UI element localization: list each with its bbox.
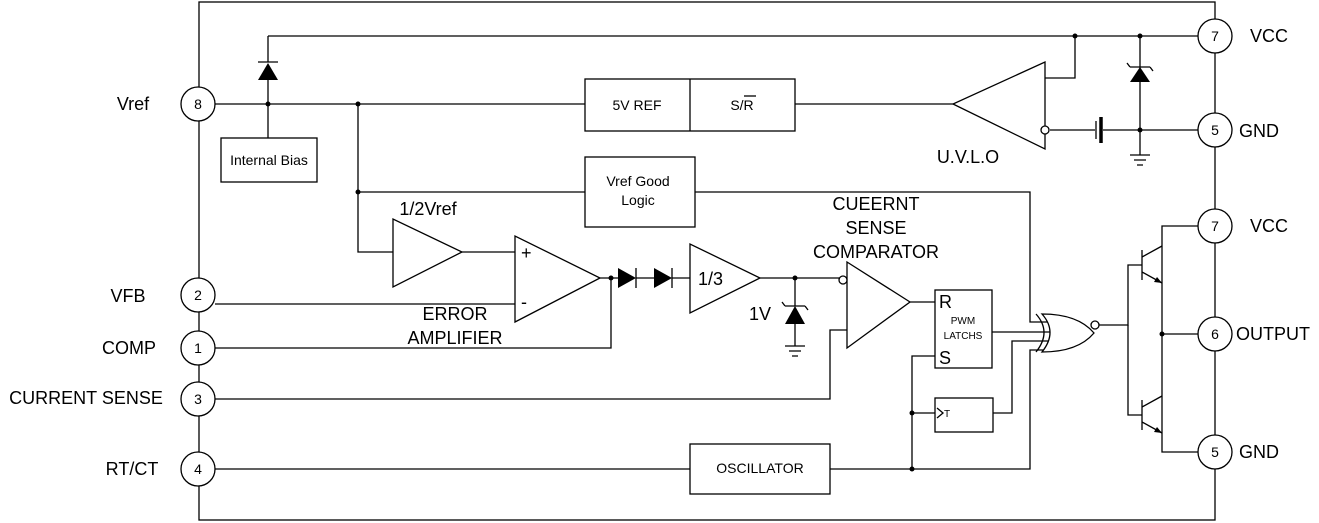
junctions [265,33,1165,472]
vcc-diode [258,61,278,80]
output-nor-gate [1040,313,1095,353]
pin-label-output: OUTPUT [1236,324,1310,344]
svg-text:7: 7 [1211,218,1219,234]
error-amp-plus: + [521,243,532,263]
csc-label-line3: COMPARATOR [813,242,939,262]
uvlo-label: U.V.L.O [937,147,999,167]
latch-r-label: R [939,292,952,312]
half-vref-buffer [392,217,464,289]
pin-label-vcc-output: VCC [1250,216,1288,236]
oscillator-block [689,443,831,495]
csc-label-line2: SENSE [845,218,906,238]
pin-vfb: 2 [180,277,216,313]
current-sense-comparator [846,260,912,350]
ground-symbol-1v [785,345,805,357]
pin-label-comp: COMP [102,338,156,358]
sr-label: S/R [730,97,753,113]
svg-text:3: 3 [194,391,202,407]
oscillator-label: OSCILLATOR [716,460,803,476]
pin-current-sense: 3 [180,381,216,417]
error-amplifier [514,234,602,324]
uvlo-comparator [951,60,1046,151]
pin-vref: 8 [180,86,216,122]
pin-label-gnd-top: GND [1239,121,1279,141]
pin-vcc-top: 7 [1197,18,1233,54]
svg-text:5: 5 [1211,444,1219,460]
comparator-inverter-bubble [838,275,848,285]
pin-label-gnd-output: GND [1239,442,1279,462]
uvlo-inverter-bubble [1040,125,1050,135]
vref-good-label: Vref Good [606,173,669,189]
pwm-latch-block [934,289,993,369]
pin-label-vref: Vref [117,94,150,114]
latchs-label: LATCHS [944,331,983,342]
vref-logic-label: Logic [621,192,654,208]
error-amp-label-line2: AMPLIFIER [407,328,502,348]
internal-bias-label: Internal Bias [230,152,308,168]
pin-label-rtct: RT/CT [106,459,159,479]
reference-capacitor [1095,117,1103,143]
pwm-label: PWM [951,316,975,327]
svg-text:8: 8 [194,96,202,112]
series-diode-1 [618,268,654,288]
pin-label-current-sense: CURRENT SENSE [9,388,163,408]
error-amp-minus: - [521,292,527,312]
ic-outline [198,1,1216,521]
svg-text:7: 7 [1211,28,1219,44]
ground-symbol-top [1130,154,1150,166]
error-amp-label-line1: ERROR [422,304,487,324]
toggle-flipflop-block [934,397,994,433]
lower-output-transistor [1141,395,1163,434]
pin-output: 6 [1197,316,1233,352]
half-vref-label: 1/2Vref [399,199,457,219]
svg-text:4: 4 [194,461,202,477]
nor-inverter-bubble [1090,320,1100,330]
zener-diode-1v [781,301,809,324]
vref-good-logic-block [584,156,696,228]
series-diode-2 [654,268,673,288]
svg-text:5: 5 [1211,122,1219,138]
csc-label-line1: CUEERNT [832,194,919,214]
pin-label-vfb: VFB [110,286,145,306]
pin-gnd-output: 5 [1197,434,1233,470]
ref-5v-label: 5V REF [612,97,661,113]
pin-rtct: 4 [180,451,216,487]
pin-comp: 1 [180,330,216,366]
one-volt-label: 1V [749,304,771,324]
pin-label-vcc-top: VCC [1250,26,1288,46]
latch-s-label: S [939,348,951,368]
zener-diode-vcc [1126,62,1154,82]
pin-vcc-output: 7 [1197,208,1233,244]
internal-bias-block [220,137,318,183]
svg-text:2: 2 [194,287,202,303]
wires [215,35,1199,470]
svg-text:6: 6 [1211,326,1219,342]
divider-buffer [689,242,762,315]
toggle-t-label: T [944,409,950,420]
svg-text:1: 1 [194,340,202,356]
divider-label: 1/3 [698,269,723,289]
pin-gnd-top: 5 [1197,112,1233,148]
upper-output-transistor [1141,245,1163,284]
